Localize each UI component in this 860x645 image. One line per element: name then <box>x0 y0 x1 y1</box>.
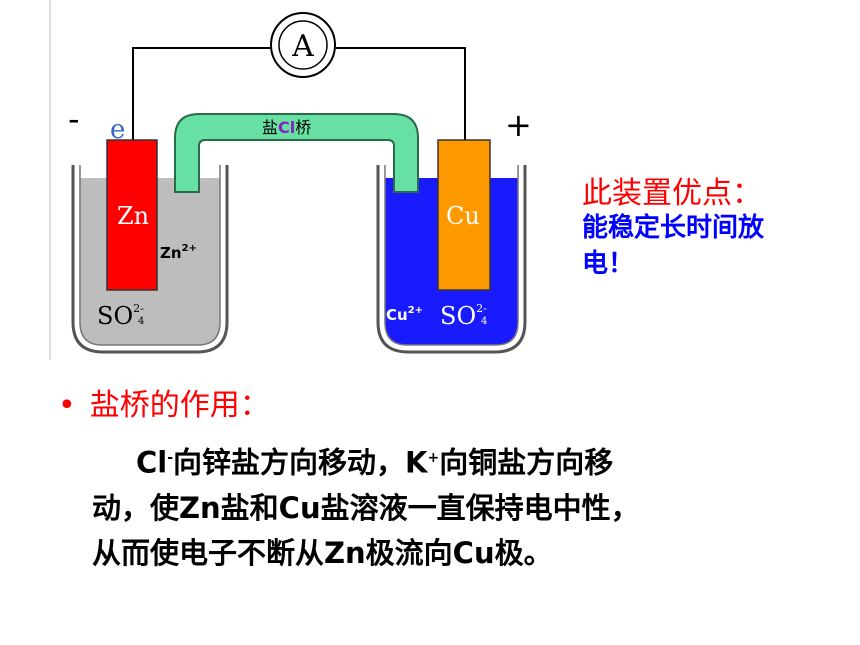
ammeter: A <box>270 12 336 78</box>
positive-sign: + <box>505 106 532 144</box>
zn-electrode <box>106 139 158 291</box>
advantage-text: 能稳定长时间放 电！ <box>582 210 832 282</box>
left-sulfate-label: SO2- <box>97 302 144 330</box>
explanation-paragraph: Cl-向锌盐方向移动，K+向铜盐方向移 动，使Zn盐和Cu盐溶液一直保持电中性，… <box>92 436 792 576</box>
salt-bridge-function-heading: • 盐桥的作用： <box>58 380 270 424</box>
negative-sign: - <box>68 100 80 138</box>
external-wire-right <box>336 47 466 140</box>
paragraph-line-2: 动，使Zn盐和Cu盐溶液一直保持电中性， <box>92 490 640 525</box>
cu-ion-label: Cu2+ <box>386 305 423 324</box>
electron-label: e <box>110 115 125 145</box>
salt-bridge-label: 盐Cl桥 <box>262 118 311 137</box>
ammeter-label: A <box>291 29 314 64</box>
cu-electrode <box>437 139 491 291</box>
right-sulfate-subscript: 4 <box>481 316 487 327</box>
bullet-dot: • <box>58 388 76 423</box>
heading-text: 盐桥的作用： <box>89 388 270 423</box>
zn-ion-label: Zn2+ <box>160 243 197 262</box>
left-sulfate-subscript: 4 <box>138 316 144 327</box>
paragraph-line-3: 从而使电子不断从Zn极流向Cu极。 <box>92 535 553 570</box>
advantage-line-1: 能稳定长时间放 <box>582 213 765 243</box>
external-wire <box>132 47 270 140</box>
advantage-title: 此装置优点： <box>582 176 762 211</box>
salt-bridge <box>174 113 419 193</box>
paragraph-line-1: Cl-向锌盐方向移动，K+向铜盐方向移 <box>136 445 614 480</box>
cu-electrode-label: Cu <box>446 202 480 230</box>
right-sulfate-label: SO2- <box>440 302 487 330</box>
zn-electrode-label: Zn <box>117 202 149 230</box>
advantage-line-2: 电！ <box>582 249 635 279</box>
galvanic-cell-diagram: A - e + 盐Cl桥 Zn Cu Zn2+ SO2- 4 Cu2+ SO2-… <box>49 0 532 360</box>
